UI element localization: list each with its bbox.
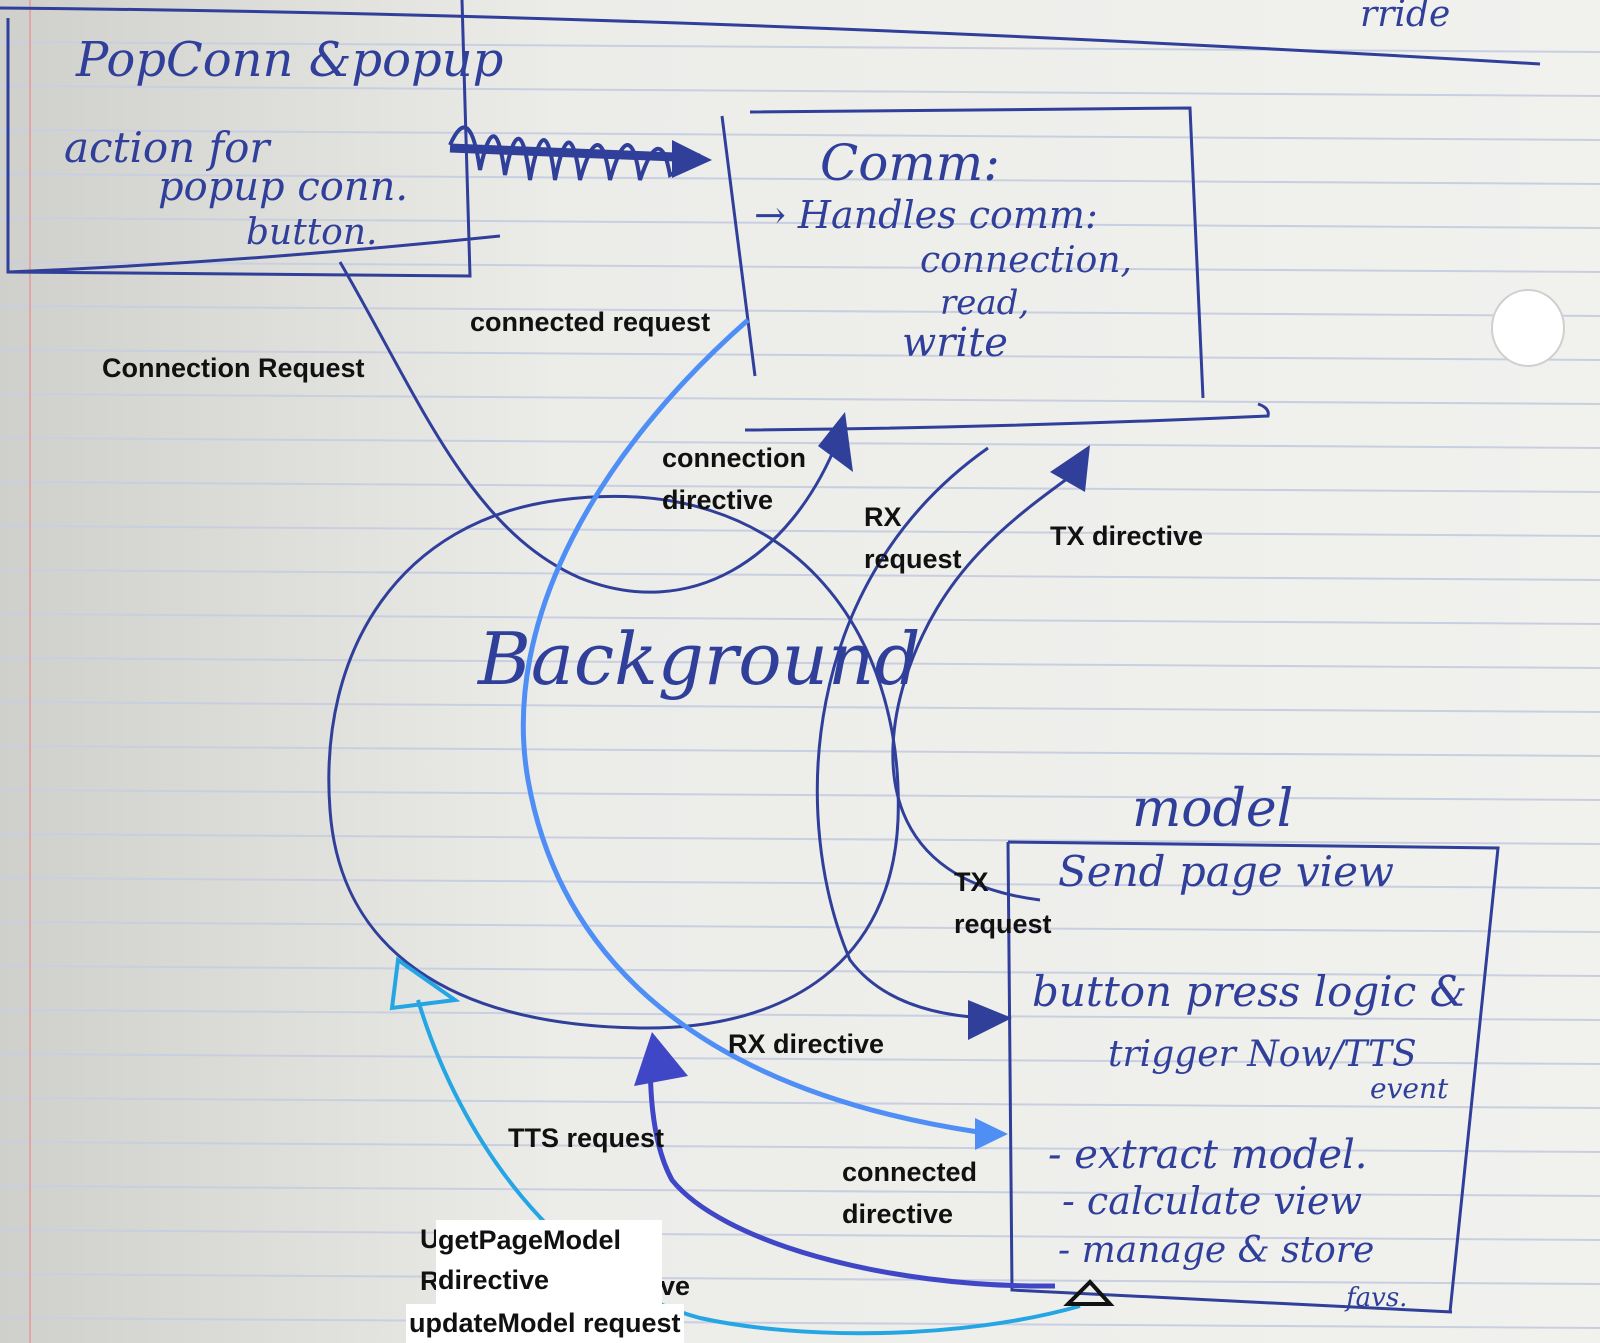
tx-directive-curve	[891, 466, 1083, 902]
model-box	[1006, 840, 1500, 1314]
hw-model-line7: - manage & store	[1058, 1230, 1374, 1271]
hw-popconn-title: PopConn &popup	[75, 32, 503, 88]
punch-hole	[1491, 289, 1565, 367]
connection-directive-arrowhead	[818, 412, 853, 472]
label-hidden-u: U	[420, 1224, 440, 1254]
hw-model-line1: Send page view	[1058, 847, 1394, 896]
ruled-line	[0, 173, 1600, 185]
label-rx-directive: RX directive	[728, 1029, 885, 1059]
hw-model-line5: - extract model.	[1048, 1132, 1368, 1178]
ruled-line	[0, 1009, 1600, 1021]
tts-request-curve	[647, 1049, 1056, 1289]
label-tx-directive: TX directive	[1050, 521, 1204, 551]
small-triangle-icon	[1063, 1279, 1115, 1306]
ruled-line	[0, 393, 1600, 405]
ruled-line	[0, 129, 1600, 141]
ruled-line	[0, 1185, 1600, 1197]
ruled-line	[0, 261, 1600, 273]
ruled-line	[0, 877, 1600, 889]
hw-model-line8: favs.	[1344, 1283, 1407, 1313]
background-circle	[327, 494, 900, 1030]
ruled-line	[0, 745, 1600, 757]
ruled-line	[0, 657, 1600, 669]
ruled-line	[0, 349, 1600, 361]
ruled-line	[0, 481, 1600, 493]
label-hidden-r: R	[420, 1266, 440, 1296]
ruled-lines	[0, 41, 1600, 1329]
label-tx-request-1: TX	[954, 867, 989, 897]
ruled-line	[0, 85, 1600, 97]
label-rx-request-1: RX	[864, 502, 902, 532]
hw-comm-line1: → Handles comm:	[754, 193, 1098, 237]
label-connection-request: Connection Request	[102, 353, 365, 383]
hw-comm-title: Comm:	[820, 134, 1000, 192]
ruled-line	[0, 789, 1600, 801]
ruled-line	[0, 833, 1600, 845]
hw-comm-line4: write	[902, 320, 1008, 366]
label-tx-request-2: request	[954, 909, 1052, 939]
hw-popconn-line1: action for	[64, 123, 272, 172]
label-hidden-ve: ve	[660, 1271, 691, 1301]
ruled-line	[0, 1273, 1600, 1285]
ruled-line	[0, 1317, 1600, 1329]
ruled-line	[0, 569, 1600, 581]
connected-arrow-curve	[520, 318, 979, 1135]
hw-comm-line2: connection,	[920, 240, 1132, 281]
rx-directive-arrowhead	[968, 1000, 1012, 1040]
ruled-line	[0, 701, 1600, 713]
label-connected-request: connected request	[470, 307, 711, 337]
ruled-line	[0, 1229, 1600, 1241]
rx-directive-curve	[815, 446, 989, 1020]
label-updatemodel-request: updateModel request	[406, 1304, 684, 1343]
updatemodel-curve	[416, 999, 1081, 1336]
hw-background-title: Background	[476, 617, 920, 701]
label-connected-directive-2: directive	[842, 1199, 954, 1229]
ruled-line	[0, 1053, 1600, 1065]
tx-directive-arrowhead	[1050, 445, 1090, 492]
label-connection-directive-1: connection	[662, 443, 807, 473]
label-getpagemodel-1: getPageModel	[438, 1225, 622, 1255]
hw-popconn-line3: button.	[246, 212, 377, 253]
connected-arrow-head	[975, 1118, 1008, 1150]
ruled-line	[0, 1141, 1600, 1153]
getpagemodel-label-box: getPageModel directive	[436, 1220, 662, 1304]
hw-model-line2: button press logic &	[1032, 967, 1467, 1016]
label-getpagemodel-2: directive	[438, 1265, 550, 1295]
ruled-line	[0, 305, 1600, 317]
ruled-line	[0, 217, 1600, 229]
label-tts-request: TTS request	[508, 1123, 665, 1153]
hw-model-line6: - calculate view	[1062, 1179, 1362, 1223]
label-connected-directive-1: connected	[842, 1157, 978, 1187]
ruled-line	[0, 437, 1600, 449]
ruled-line	[0, 965, 1600, 977]
connection-request-curve	[338, 261, 840, 594]
comm-box	[720, 106, 1270, 432]
ruled-line	[0, 613, 1600, 625]
hw-popconn-line2: popup conn.	[158, 164, 408, 210]
updatemodel-arrowhead	[389, 956, 461, 1011]
scribble-arrow-head	[672, 140, 712, 178]
hw-model-line4: event	[1370, 1072, 1449, 1105]
ruled-line	[0, 921, 1600, 933]
ruled-line	[0, 525, 1600, 537]
hw-model-title: model	[1132, 779, 1293, 839]
label-rx-request-2: request	[864, 544, 962, 574]
hw-model-line3: trigger Now/TTS	[1108, 1034, 1417, 1075]
top-ink-line	[0, 6, 1541, 66]
tts-request-arrowhead	[634, 1032, 688, 1086]
popconn-box	[6, 0, 501, 278]
scribble-arrow-shaft	[449, 143, 701, 163]
label-connection-directive-2: directive	[662, 485, 774, 515]
hw-top-right-fragment: rride	[1360, 0, 1450, 35]
hw-comm-line3: read,	[940, 283, 1029, 323]
ruled-line	[0, 1097, 1600, 1109]
ruled-line	[0, 41, 1600, 53]
